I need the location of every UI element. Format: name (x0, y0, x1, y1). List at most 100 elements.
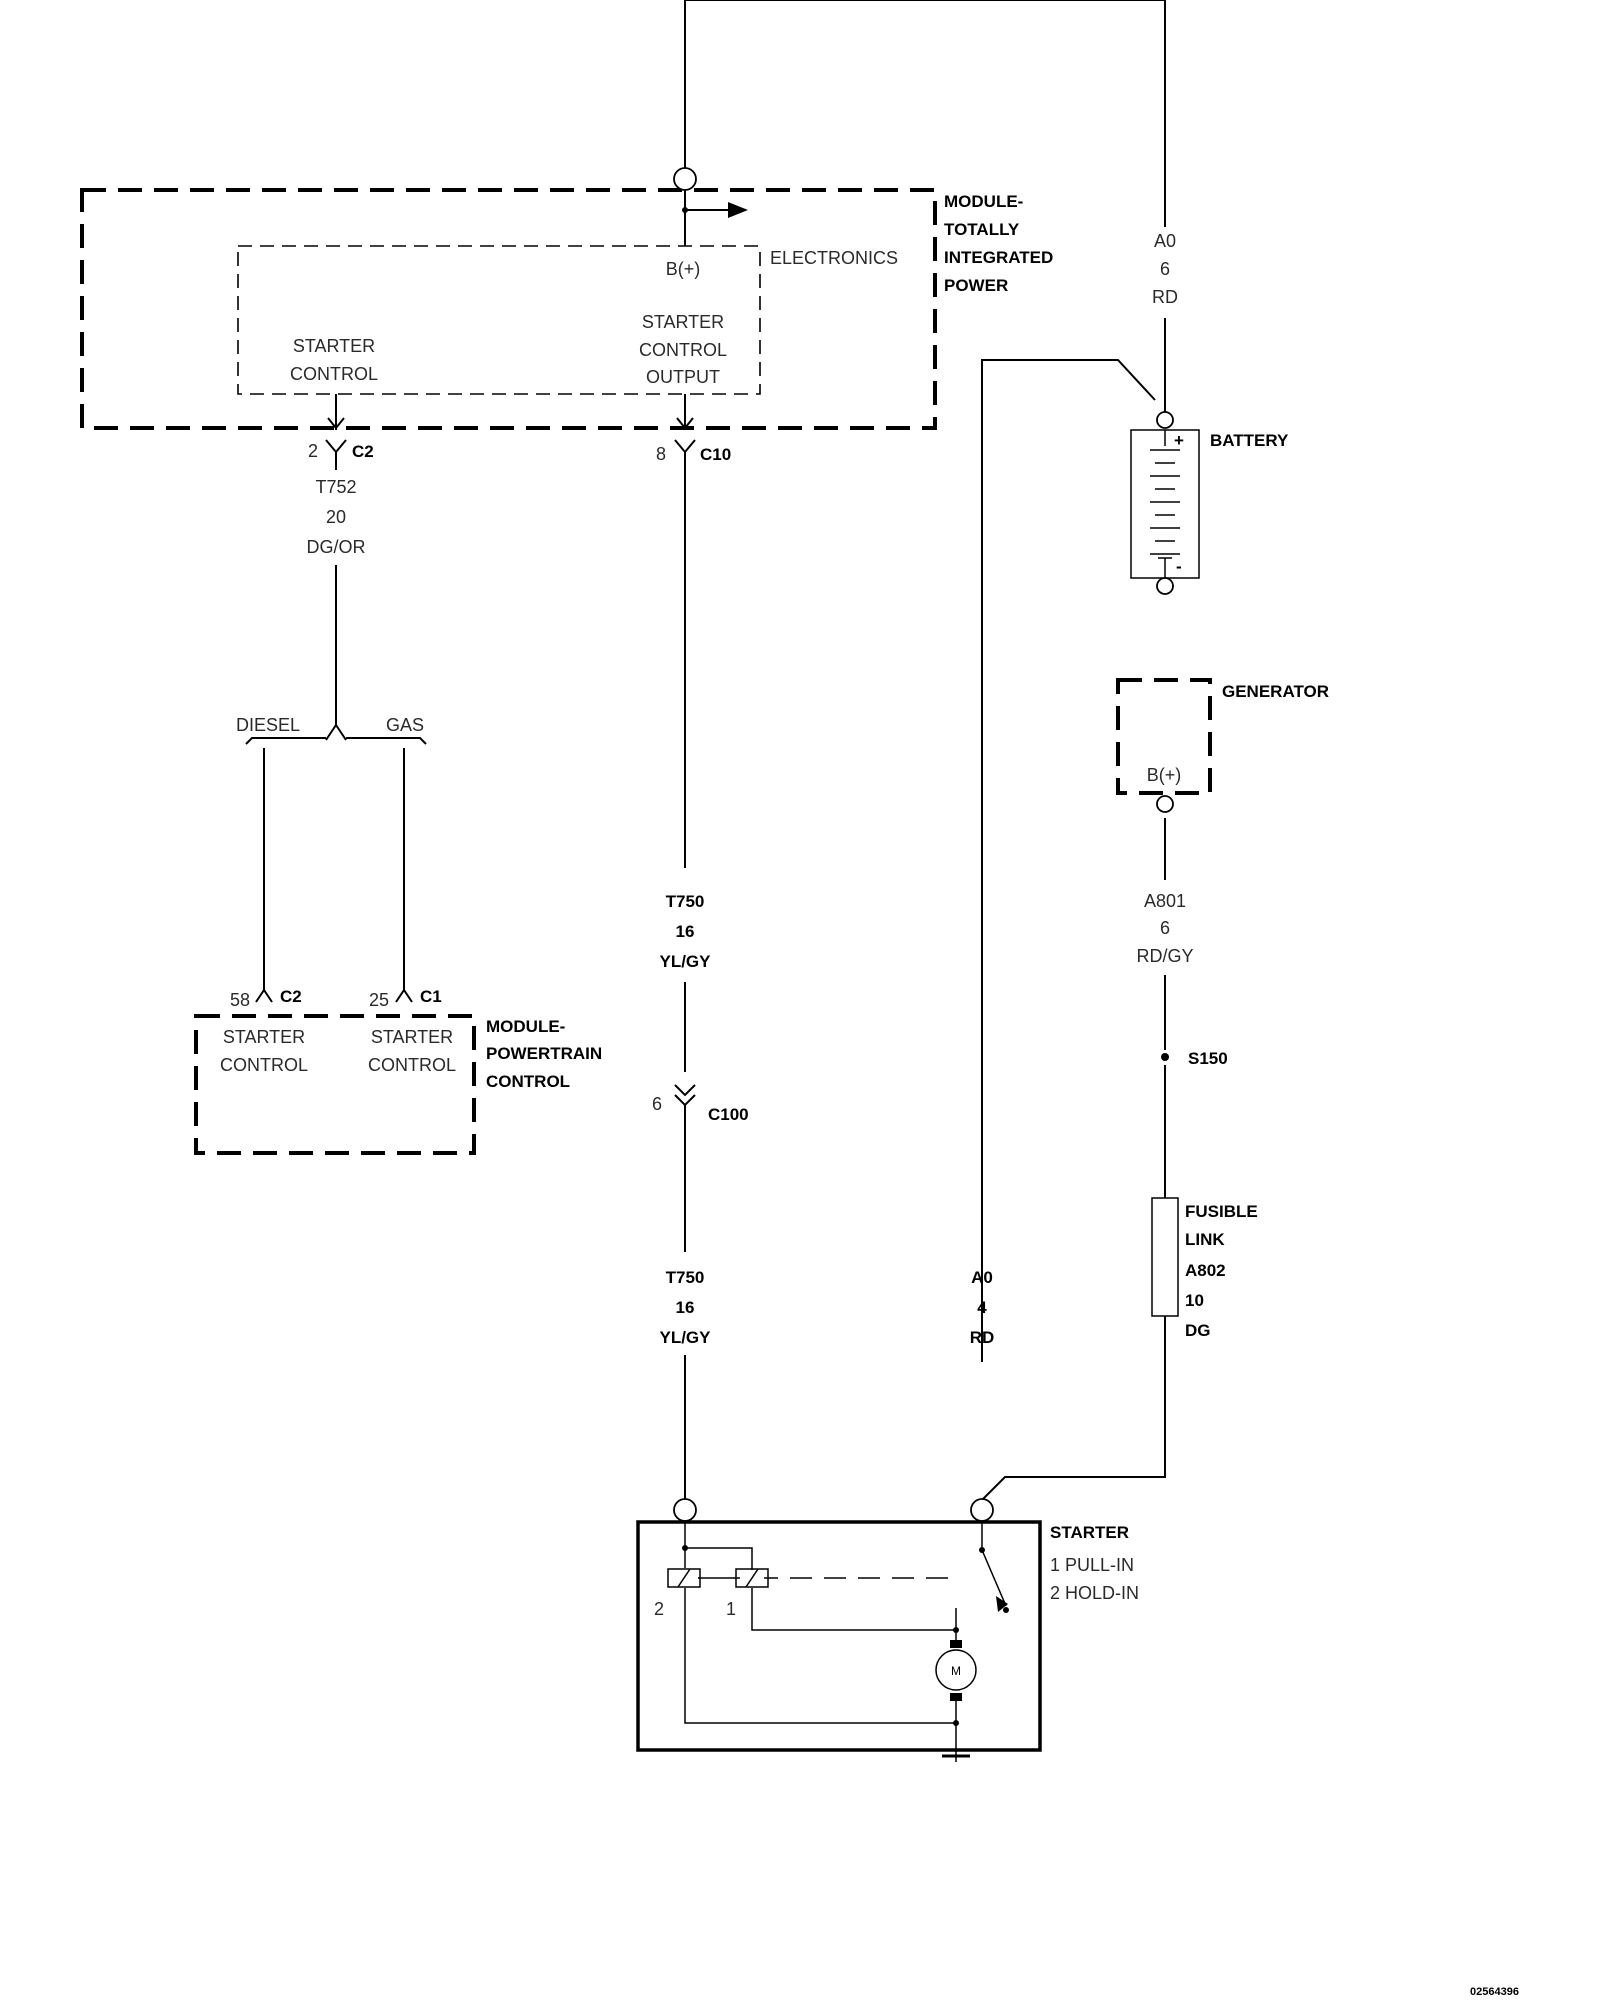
starter-label: STARTER (1050, 1523, 1129, 1542)
t750-upper-gauge: 16 (676, 922, 695, 941)
c100-pin: 6 (652, 1094, 662, 1114)
t750-lower-label: T750 16 YL/GY (659, 1268, 711, 1347)
pcm-left-line-1: STARTER (223, 1027, 305, 1047)
starter-motor-icon (935, 1649, 977, 1691)
tipm-label-line-3: INTEGRATED (944, 248, 1053, 267)
a0-starter-gauge: 4 (977, 1298, 987, 1317)
battery-negative-terminal (1156, 577, 1174, 595)
starter-control-output-label: STARTER CONTROL OUTPUT (639, 312, 727, 387)
tipm-bus-node (682, 207, 688, 213)
tipm-c2-pin: 2 (308, 441, 318, 461)
t752-color: DG/OR (306, 537, 365, 557)
wire-a0-starter-to-battery (981, 359, 1156, 1362)
generator-b-plus: B(+) (1147, 765, 1182, 785)
starter-box (636, 1520, 1042, 1752)
fusible-link-label: FUSIBLE LINK A802 10 DG (1185, 1202, 1258, 1340)
starter-control-label: STARTER CONTROL (290, 336, 378, 384)
starter-signal-terminal (673, 1498, 697, 1522)
c100-name: C100 (708, 1105, 749, 1124)
a0-starter-wire-label: A0 4 RD (970, 1268, 995, 1347)
starter-legend-hold-in: 2 HOLD-IN (1050, 1583, 1139, 1603)
electronics-box (237, 245, 761, 395)
pcm-right-label: STARTER CONTROL (368, 1027, 456, 1075)
battery-symbol: + - (1130, 411, 1200, 595)
generator-box (1116, 678, 1212, 795)
generator-output-terminal (1156, 795, 1174, 813)
a0-starter-color: RD (970, 1328, 995, 1347)
starter-legend-pull-in: 1 PULL-IN (1050, 1555, 1134, 1575)
wire-a802 (981, 1316, 1166, 1501)
a0-top-circuit: A0 (1154, 231, 1176, 251)
fusible-line-1: FUSIBLE (1185, 1202, 1258, 1221)
branch-diesel-label: DIESEL (236, 715, 300, 735)
internal-feed-arrow (728, 202, 748, 218)
t752-gauge: 20 (326, 507, 346, 527)
starter-switch-arrow-icon (996, 1596, 1008, 1612)
pcm-module-box (194, 1014, 476, 1155)
pcm-c2-pin: 58 (230, 990, 250, 1010)
t750-lower-gauge: 16 (676, 1298, 695, 1317)
tipm-label-line-4: POWER (944, 276, 1008, 295)
a801-color: RD/GY (1136, 946, 1193, 966)
pull-in-coil-slash (745, 1568, 759, 1588)
tipm-module-box (80, 188, 937, 430)
a0-top-color: RD (1152, 287, 1178, 307)
tipm-battery-terminal (673, 167, 697, 191)
battery-cells-icon (1150, 430, 1180, 578)
electronics-b-plus: B(+) (666, 259, 701, 279)
t752-circuit: T752 (315, 477, 356, 497)
fusible-line-4: 10 (1185, 1291, 1204, 1310)
t752-wire-label: T752 20 DG/OR (306, 477, 365, 557)
motor-brush-bottom (950, 1693, 962, 1701)
output-line-1: STARTER (642, 312, 724, 332)
battery-positive-terminal (1156, 411, 1174, 429)
starter-node-1 (682, 1545, 688, 1551)
tipm-c10-pin: 8 (656, 444, 666, 464)
starter-switch-pivot (979, 1547, 985, 1553)
pcm-c2-name: C2 (280, 987, 302, 1006)
fusible-line-5: DG (1185, 1321, 1211, 1340)
wire-branch-diesel-gas (245, 724, 427, 990)
pcm-c1-name: C1 (420, 987, 442, 1006)
electronics-label: ELECTRONICS (770, 248, 898, 268)
splice-s150-dot (1161, 1053, 1169, 1061)
motor-brush-top (950, 1640, 962, 1648)
tipm-label-line-1: MODULE- (944, 192, 1023, 211)
starter-switch-contact (1003, 1607, 1009, 1613)
tipm-c10-arrow-icon (676, 417, 694, 430)
tipm-label-line-2: TOTALLY (944, 220, 1020, 239)
hold-in-coil-icon (667, 1568, 701, 1588)
t750-upper-color: YL/GY (659, 952, 711, 971)
output-line-3: OUTPUT (646, 367, 720, 387)
starter-internal-wiring (684, 1522, 1007, 1762)
hold-in-coil-slash (677, 1568, 691, 1588)
tipm-label: MODULE- TOTALLY INTEGRATED POWER (944, 192, 1053, 295)
generator-label: GENERATOR (1222, 682, 1329, 701)
branch-gas-label: GAS (386, 715, 424, 735)
motor-label: M (951, 1664, 961, 1678)
starter-pin-1: 1 (726, 1599, 736, 1619)
starter-internals: 2 1 M (654, 1522, 1009, 1762)
fusible-line-3: A802 (1185, 1261, 1226, 1280)
pcm-left-label: STARTER CONTROL (220, 1027, 308, 1075)
t750-lower-color: YL/GY (659, 1328, 711, 1347)
splice-s150-label: S150 (1188, 1049, 1228, 1068)
pcm-right-line-1: STARTER (371, 1027, 453, 1047)
pcm-left-line-2: CONTROL (220, 1055, 308, 1075)
pcm-c1-connector-icon (395, 988, 413, 1003)
t750-upper-circuit: T750 (666, 892, 705, 911)
starter-battery-terminal (970, 1498, 994, 1522)
control-line-2: CONTROL (290, 364, 378, 384)
tipm-c10-connector-icon (674, 439, 696, 454)
tipm-c2-connector-icon (325, 439, 347, 454)
c100-connector-icon (674, 1084, 696, 1107)
pcm-c1-pin: 25 (369, 990, 389, 1010)
a801-gauge: 6 (1160, 918, 1170, 938)
battery-label: BATTERY (1210, 431, 1289, 450)
pcm-label-line-3: CONTROL (486, 1072, 570, 1091)
t750-lower-circuit: T750 (666, 1268, 705, 1287)
t750-upper-label: T750 16 YL/GY (659, 892, 711, 971)
starter-node-3 (953, 1720, 959, 1726)
figure-id: 02564396 (1470, 1986, 1519, 1998)
